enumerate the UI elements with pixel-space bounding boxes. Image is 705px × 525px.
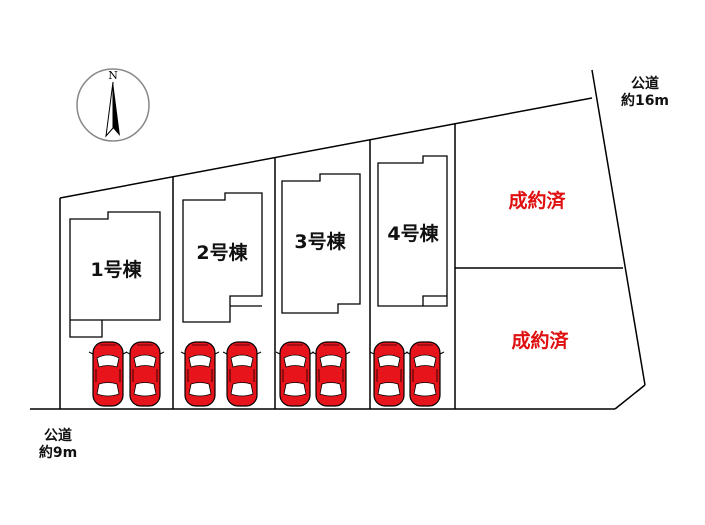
road-bottom-left-name: 公道	[44, 427, 72, 444]
car-icon	[88, 341, 128, 407]
building-3-footprint	[281, 173, 361, 314]
building-4-label: 4号棟	[387, 222, 439, 245]
building-4-footprint	[377, 155, 448, 307]
lot-boundary	[30, 69, 646, 410]
sold-lot-label-lower: 成約済	[511, 329, 569, 352]
car-icon	[405, 341, 445, 407]
building-1-footprint	[69, 211, 161, 338]
road-top-right-name: 公道	[631, 75, 659, 92]
compass-needle-right	[113, 82, 120, 136]
road-top-right-width: 約16m	[621, 92, 669, 109]
building-2-label: 2号棟	[196, 241, 248, 264]
sold-lot-label-upper: 成約済	[508, 189, 566, 212]
building-2-footprint	[182, 192, 263, 323]
lot-dividers	[172, 124, 623, 409]
compass: N	[76, 68, 150, 142]
car-icon	[275, 341, 315, 407]
car-icon	[180, 341, 220, 407]
compass-north-label: N	[108, 69, 118, 82]
building-1-label: 1号棟	[90, 258, 142, 281]
car-icon	[369, 341, 409, 407]
building-3-label: 3号棟	[294, 230, 346, 253]
car-icon	[222, 341, 262, 407]
car-icon	[125, 341, 165, 407]
car-icon	[311, 341, 351, 407]
road-bottom-left-width: 約9m	[39, 444, 77, 461]
